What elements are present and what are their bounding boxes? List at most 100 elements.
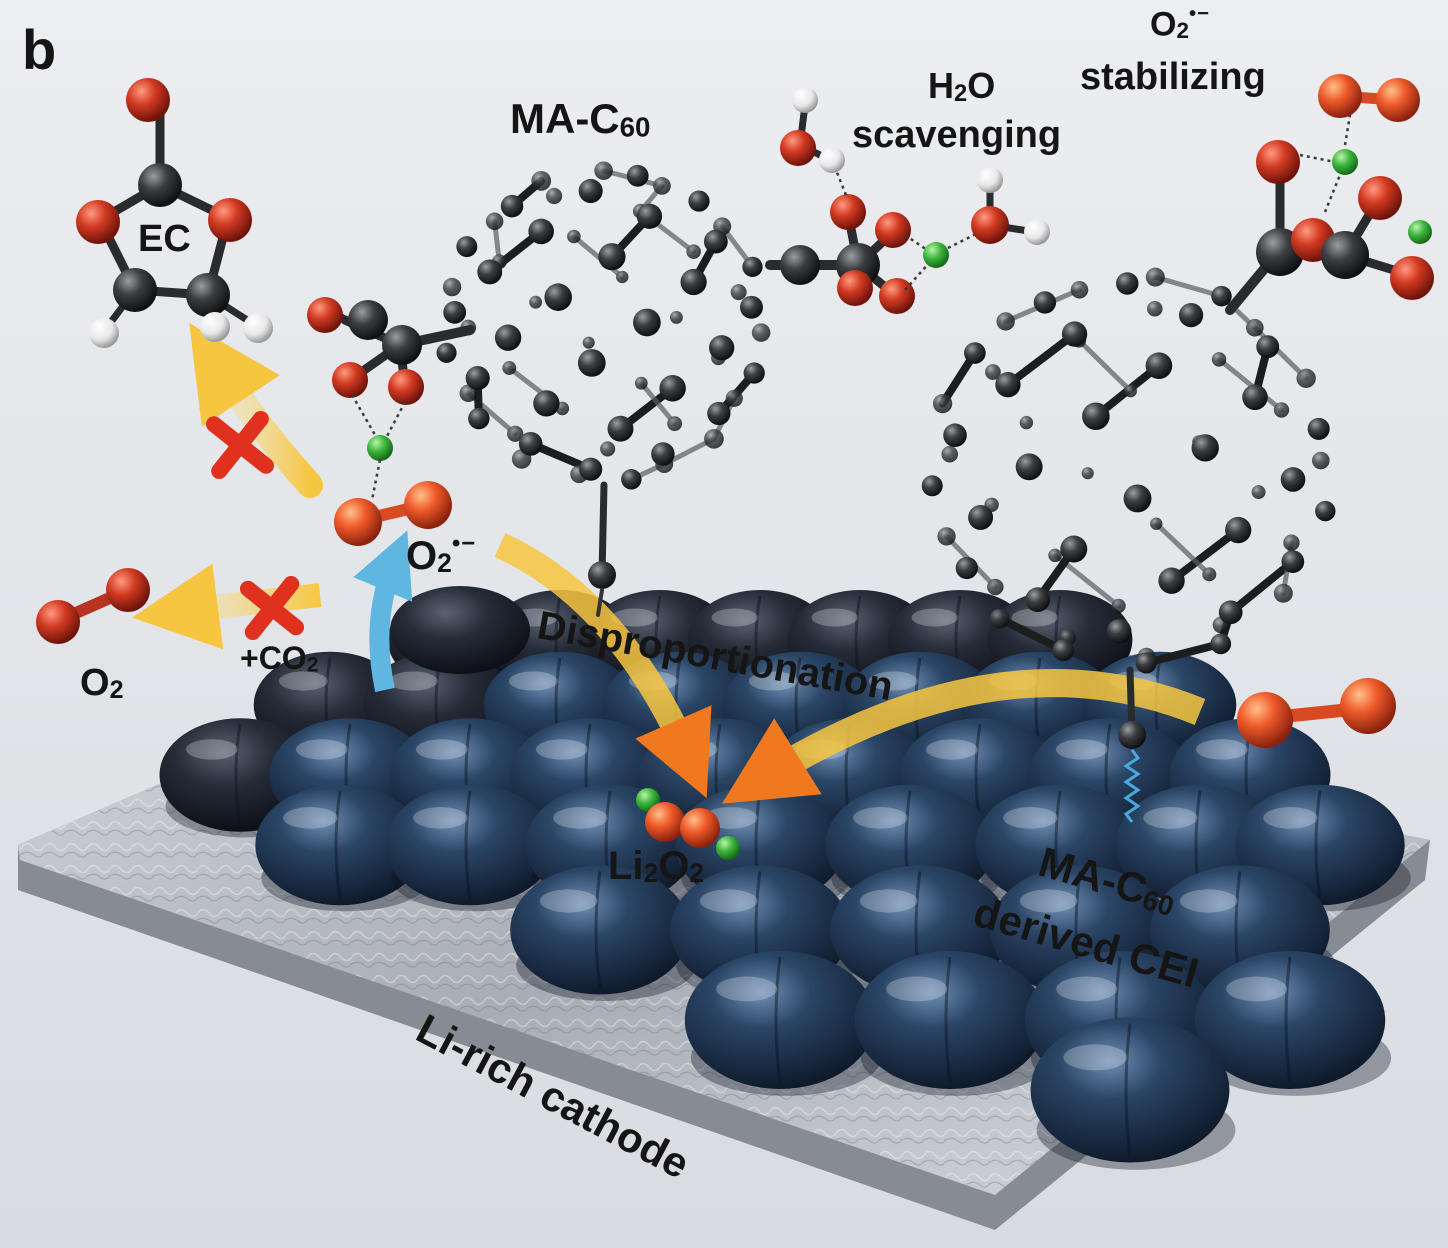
particle-highlight bbox=[868, 671, 918, 691]
carbon-atom bbox=[725, 389, 743, 407]
carbon-atom bbox=[1191, 434, 1219, 462]
carbon-atom bbox=[1280, 467, 1306, 492]
particle-seam bbox=[1124, 1023, 1132, 1157]
particle-highlight bbox=[1196, 739, 1248, 760]
carbon-atom bbox=[1211, 352, 1227, 367]
particle-highlight bbox=[553, 807, 608, 829]
particle-seam bbox=[944, 956, 952, 1084]
oxygen-atom bbox=[680, 808, 720, 848]
carbon-atom bbox=[494, 324, 522, 351]
carbon-atom bbox=[987, 578, 1004, 596]
disproportionation-arrow-left bbox=[494, 533, 712, 799]
coordination-bond bbox=[350, 394, 380, 441]
carbon-atom bbox=[594, 161, 613, 181]
carbon-atom bbox=[500, 194, 524, 218]
carbon-atom bbox=[667, 416, 683, 432]
carbon-atom bbox=[456, 236, 478, 258]
oxygen-atom bbox=[36, 600, 80, 644]
particle-highlight bbox=[1179, 889, 1238, 913]
cage-bond bbox=[1153, 521, 1212, 577]
carbon-atom bbox=[1123, 484, 1152, 513]
stabilizing-label: stabilizing bbox=[1080, 56, 1266, 98]
cathode-particle bbox=[1030, 1017, 1230, 1163]
particle-highlight bbox=[1056, 976, 1118, 1002]
cathode-particle bbox=[510, 865, 690, 995]
carbon-atom bbox=[1210, 633, 1232, 655]
blocked-cross bbox=[206, 411, 274, 479]
carbon-atom bbox=[634, 376, 648, 390]
lithium-atom bbox=[1332, 149, 1358, 175]
carbon-atom bbox=[567, 229, 581, 244]
cathode-particle bbox=[1194, 951, 1386, 1089]
oxygen-atom bbox=[404, 481, 452, 529]
particle-seam bbox=[1314, 790, 1322, 900]
o2-label: O2 bbox=[80, 662, 124, 704]
carbon-atom bbox=[955, 556, 978, 580]
carbon-atom bbox=[1283, 534, 1300, 551]
particle-highlight bbox=[811, 608, 858, 627]
particle-highlight bbox=[1263, 807, 1318, 829]
carbon-atom bbox=[921, 475, 943, 497]
particle-highlight bbox=[886, 976, 948, 1002]
carbon-atom bbox=[1106, 618, 1132, 644]
carbon-atom bbox=[941, 445, 959, 463]
particle-highlight bbox=[1226, 976, 1288, 1002]
carbon-atom bbox=[636, 203, 663, 229]
particle-seam bbox=[334, 790, 342, 900]
carbon-atom bbox=[633, 308, 661, 337]
carbon-atom bbox=[1019, 415, 1034, 430]
release-arrow bbox=[353, 530, 413, 693]
carbon-atom bbox=[1296, 368, 1316, 389]
carbon-atom bbox=[659, 374, 686, 402]
carbon-atom bbox=[1211, 285, 1232, 307]
carbon-atom bbox=[739, 295, 763, 319]
oxygen-atom bbox=[1358, 176, 1402, 220]
carbon-atom bbox=[1145, 352, 1173, 380]
particle-seam bbox=[1284, 956, 1292, 1084]
cage-bond bbox=[1142, 639, 1225, 667]
lithium-atom bbox=[367, 435, 393, 461]
carbon-atom bbox=[1015, 453, 1043, 481]
hydrogen-atom bbox=[200, 312, 230, 342]
carbon-atom bbox=[502, 361, 517, 375]
carbon-atom bbox=[1256, 335, 1280, 359]
particle-highlight bbox=[416, 739, 468, 760]
oxygen-atom bbox=[645, 802, 685, 842]
cathode-particle bbox=[854, 951, 1046, 1089]
hydrogen-atom bbox=[977, 167, 1003, 193]
cathode-particle bbox=[390, 586, 530, 674]
coordination-bond bbox=[1343, 114, 1352, 146]
oxygen-atom bbox=[1390, 256, 1434, 300]
carbon-atom bbox=[932, 393, 953, 414]
carbon-atom bbox=[1111, 598, 1126, 614]
carbon-atom bbox=[1048, 548, 1062, 563]
lithium-atom bbox=[1408, 220, 1432, 244]
carbon-atom bbox=[186, 273, 230, 317]
cage-bond bbox=[1152, 274, 1225, 299]
oxygen-atom bbox=[875, 212, 911, 248]
carbon-atom bbox=[1116, 272, 1139, 295]
cage-bond bbox=[571, 233, 625, 280]
carbon-atom bbox=[1281, 550, 1305, 574]
carbon-atom bbox=[579, 457, 603, 481]
particle-highlight bbox=[186, 739, 238, 760]
carbon-atom bbox=[1158, 567, 1185, 594]
oxygen-atom bbox=[1237, 692, 1293, 748]
carbon-atom bbox=[1178, 302, 1204, 328]
li2o2-label: Li2O2 bbox=[608, 844, 705, 889]
carbon-atom bbox=[138, 163, 182, 207]
carbon-atom bbox=[578, 178, 603, 204]
carbon-atom bbox=[485, 212, 504, 231]
carbon-atom bbox=[704, 428, 724, 449]
oxygen-atom bbox=[126, 78, 170, 122]
disproportionation-arrow-right bbox=[722, 669, 1206, 804]
carbon-atom bbox=[653, 177, 671, 195]
carbon-atom bbox=[1225, 516, 1252, 544]
lithium-atom bbox=[716, 836, 740, 860]
bond bbox=[596, 588, 604, 617]
carbon-atom bbox=[607, 415, 634, 442]
oxygen-atom bbox=[76, 200, 120, 244]
panel-letter: b bbox=[22, 18, 57, 81]
